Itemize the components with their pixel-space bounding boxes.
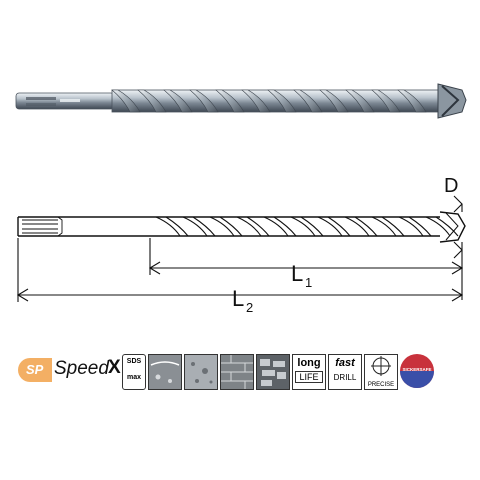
long-life-bottom: LIFE bbox=[295, 371, 323, 383]
drawing-flute bbox=[317, 216, 351, 237]
masonry-icon bbox=[256, 354, 290, 390]
brand-badge-text: SP bbox=[26, 362, 44, 377]
drawing-flute bbox=[182, 216, 216, 237]
drawing-flute bbox=[371, 216, 405, 237]
drawing-flute bbox=[425, 216, 459, 237]
concrete-icon bbox=[184, 354, 218, 390]
photo-flute bbox=[189, 89, 219, 113]
drawing-shank bbox=[17, 216, 150, 237]
sds-max-icon: SDS max bbox=[122, 354, 146, 390]
photo-flute bbox=[293, 89, 323, 113]
feature-icon-row: SP Speed X SDS max long LIFE fast DRILL … bbox=[18, 352, 478, 398]
photo-flute bbox=[319, 89, 349, 113]
drawing-flute bbox=[344, 216, 378, 237]
long-life-top: long bbox=[297, 357, 321, 369]
drawing-flute bbox=[155, 216, 189, 237]
photo-flute bbox=[345, 89, 375, 113]
sds-top-label: SDS bbox=[126, 358, 142, 365]
fast-drill-bottom: DRILL bbox=[333, 373, 357, 382]
drawing-flute bbox=[398, 216, 432, 237]
sickersafe-label: SICKERSAFE bbox=[402, 367, 432, 372]
drawing-flute bbox=[290, 216, 324, 237]
drawing-flutes bbox=[155, 216, 459, 237]
l2-dimension-line bbox=[16, 288, 464, 302]
photo-flutes bbox=[111, 89, 427, 113]
sickersafe-seal-icon: SICKERSAFE bbox=[400, 354, 434, 388]
long-life-icon: long LIFE bbox=[292, 354, 326, 390]
fast-drill-icon: fast DRILL bbox=[328, 354, 362, 390]
photo-flute bbox=[163, 89, 193, 113]
drawing-flute bbox=[263, 216, 297, 237]
drawing-tip bbox=[439, 211, 466, 243]
drawing-flute bbox=[236, 216, 270, 237]
photo-flute bbox=[215, 89, 245, 113]
drill-bit-drawing bbox=[16, 195, 466, 302]
photo-flute bbox=[267, 89, 297, 113]
photo-flute bbox=[111, 89, 141, 113]
brick-icon bbox=[220, 354, 254, 390]
l1-dimension-line bbox=[148, 261, 464, 275]
diameter-label: D bbox=[444, 175, 458, 197]
diameter-dimension bbox=[453, 195, 463, 300]
product-mark: X bbox=[108, 357, 121, 378]
photo-flute bbox=[241, 89, 271, 113]
length2-subscript: 2 bbox=[246, 300, 253, 315]
drill-bit-photo bbox=[15, 83, 467, 119]
sds-bottom-label: max bbox=[126, 374, 141, 381]
precise-label: PRECISE bbox=[367, 382, 395, 388]
length1-subscript: 1 bbox=[305, 275, 312, 290]
brand-badge: SP bbox=[18, 358, 52, 382]
photo-flute bbox=[397, 89, 427, 113]
fast-drill-top: fast bbox=[335, 357, 355, 369]
photo-tip bbox=[437, 83, 467, 119]
product-name: Speed bbox=[54, 358, 109, 379]
length1-label: L bbox=[291, 261, 303, 286]
length2-label: L bbox=[232, 286, 244, 311]
drawing-body bbox=[150, 216, 440, 237]
precise-icon: PRECISE bbox=[364, 354, 398, 390]
drawing-flute bbox=[209, 216, 243, 237]
photo-flute bbox=[371, 89, 401, 113]
concrete-rebar-icon bbox=[148, 354, 182, 390]
photo-flute bbox=[137, 89, 167, 113]
